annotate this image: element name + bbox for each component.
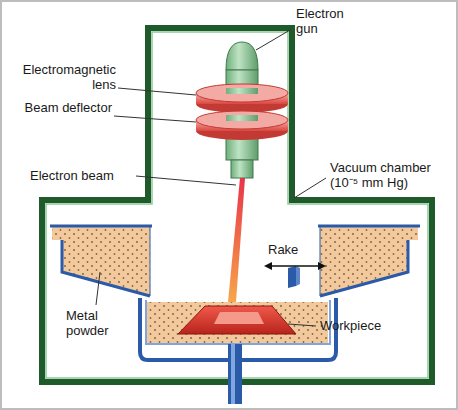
part-label: Rake	[268, 242, 308, 257]
part-label: Electron beam	[30, 168, 134, 183]
part-label: Beam deflector	[20, 100, 112, 115]
part-label: Electromagnetic lens	[10, 62, 116, 92]
part-label: Metal powder	[66, 308, 126, 338]
part-label: Vacuum chamber (10⁻⁵ mm Hg)	[330, 160, 440, 190]
part-label: Electron gun	[296, 6, 366, 36]
part-label: Workpiece	[320, 318, 400, 333]
